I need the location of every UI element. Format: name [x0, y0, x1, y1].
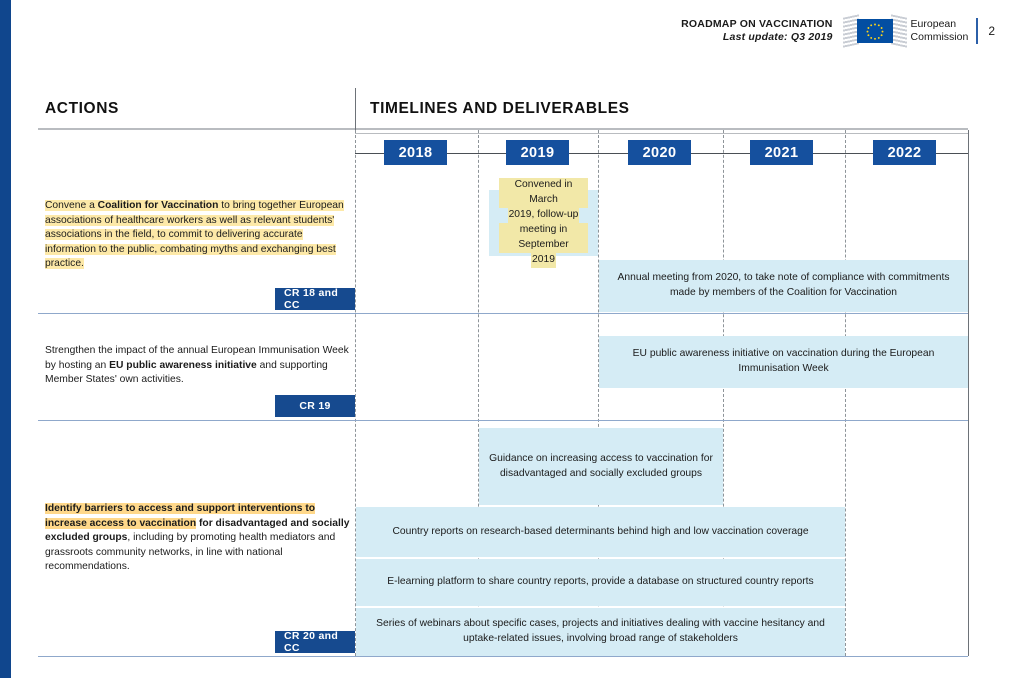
deliverable-convened-text: Convened in March 2019, follow-up meetin… — [499, 178, 588, 268]
grid-line-2020-start — [598, 130, 599, 656]
header-title-block: ROADMAP ON VACCINATION Last update: Q3 2… — [681, 18, 832, 45]
org-line-2: Commission — [910, 31, 969, 43]
year-label-2022[interactable]: 2022 — [873, 140, 936, 165]
year-label-2020[interactable]: 2020 — [628, 140, 691, 165]
eu-stars-icon — [866, 23, 883, 40]
deliverable-convened-march-2019[interactable]: Convened in March 2019, follow-up meetin… — [489, 178, 598, 268]
cr-badge-18[interactable]: CR 18 and CC — [275, 287, 355, 311]
action-access-hl-line2: increase access to vaccination — [45, 517, 197, 529]
deliverable-country-reports[interactable]: Country reports on research-based determ… — [356, 507, 845, 557]
header-divider — [976, 18, 979, 44]
logo-right-lines-icon — [890, 14, 907, 48]
action-access-bold-rest: for disadvantaged and socially excluded … — [45, 517, 350, 544]
cr-badge-20[interactable]: CR 20 and CC — [275, 630, 355, 654]
action-coalition-lead: Convene a — [45, 200, 98, 211]
left-accent-bar — [0, 0, 11, 678]
header-rule — [38, 128, 968, 130]
deliverable-annual-meeting-text: Annual meeting from 2020, to take note o… — [617, 272, 950, 298]
row-divider-3 — [38, 656, 968, 658]
action-access-tail: , including by promoting health mediator… — [45, 532, 336, 573]
page-header: ROADMAP ON VACCINATION Last update: Q3 2… — [681, 14, 995, 48]
deliverable-webinars-text: Series of webinars about specific cases,… — [376, 618, 825, 644]
grid-line-2021-start — [723, 130, 724, 656]
roadmap-title: ROADMAP ON VACCINATION — [681, 17, 833, 30]
deliverable-eu-awareness-text: EU public awareness initiative on vaccin… — [632, 348, 935, 374]
deliverable-eu-awareness-initiative[interactable]: EU public awareness initiative on vaccin… — [599, 336, 968, 388]
deliverable-guidance-access[interactable]: Guidance on increasing access to vaccina… — [479, 428, 723, 505]
action-text-access-barriers: Identify barriers to access and support … — [45, 502, 350, 575]
convened-line-2: 2019, follow-up — [507, 208, 580, 223]
convened-line-1: Convened in March — [499, 178, 588, 209]
action-immunisation-lead: Strengthen the impact of the annual Euro… — [45, 345, 349, 371]
deliverable-e-learning-text: E-learning platform to share country rep… — [387, 576, 814, 588]
convened-line-4: 2019 — [531, 252, 556, 268]
european-commission-wordmark: European Commission — [911, 18, 969, 44]
action-immunisation-bold: EU public awareness initiative — [109, 359, 257, 371]
european-commission-logo-icon — [842, 14, 907, 48]
deliverable-guidance-text: Guidance on increasing access to vaccina… — [489, 452, 713, 479]
action-coalition-bold: Coalition for Vaccination — [97, 200, 219, 211]
action-immunisation-tail: and supporting Member States' own activi… — [45, 359, 328, 386]
column-split-line — [355, 88, 357, 130]
actions-column-title: ACTIONS — [45, 100, 119, 117]
action-text-immunisation-week: Strengthen the impact of the annual Euro… — [45, 344, 350, 388]
timelines-column-title: TIMELINES AND DELIVERABLES — [370, 100, 630, 117]
action-text-coalition: Convene a Coalition for Vaccination to b… — [45, 199, 350, 272]
timeline-top-rule — [355, 133, 968, 135]
row-divider-1 — [38, 313, 968, 315]
action-coalition-tail: to bring together European associations … — [45, 200, 344, 270]
deliverable-webinars[interactable]: Series of webinars about specific cases,… — [356, 608, 845, 656]
row-divider-2 — [38, 420, 968, 422]
year-label-2018[interactable]: 2018 — [384, 140, 447, 165]
grid-line-2022-start — [845, 130, 846, 656]
year-label-2021[interactable]: 2021 — [750, 140, 813, 165]
cr-badge-19[interactable]: CR 19 — [275, 395, 355, 417]
grid-line-right-edge — [968, 130, 970, 656]
action-access-hl-line1: Identify barriers to access and support … — [45, 503, 316, 514]
deliverable-annual-meeting[interactable]: Annual meeting from 2020, to take note o… — [599, 260, 968, 312]
last-update-label: Last update: Q3 2019 — [722, 31, 833, 43]
org-line-1: European — [910, 17, 957, 30]
grid-line-2019-start — [478, 130, 479, 656]
year-label-2019[interactable]: 2019 — [506, 140, 569, 165]
page-number: 2 — [988, 24, 995, 38]
deliverable-country-reports-text: Country reports on research-based determ… — [392, 525, 809, 537]
grid-line-2018-start — [355, 130, 356, 656]
deliverable-e-learning-platform[interactable]: E-learning platform to share country rep… — [356, 559, 845, 606]
convened-line-3: meeting in September — [499, 223, 588, 253]
